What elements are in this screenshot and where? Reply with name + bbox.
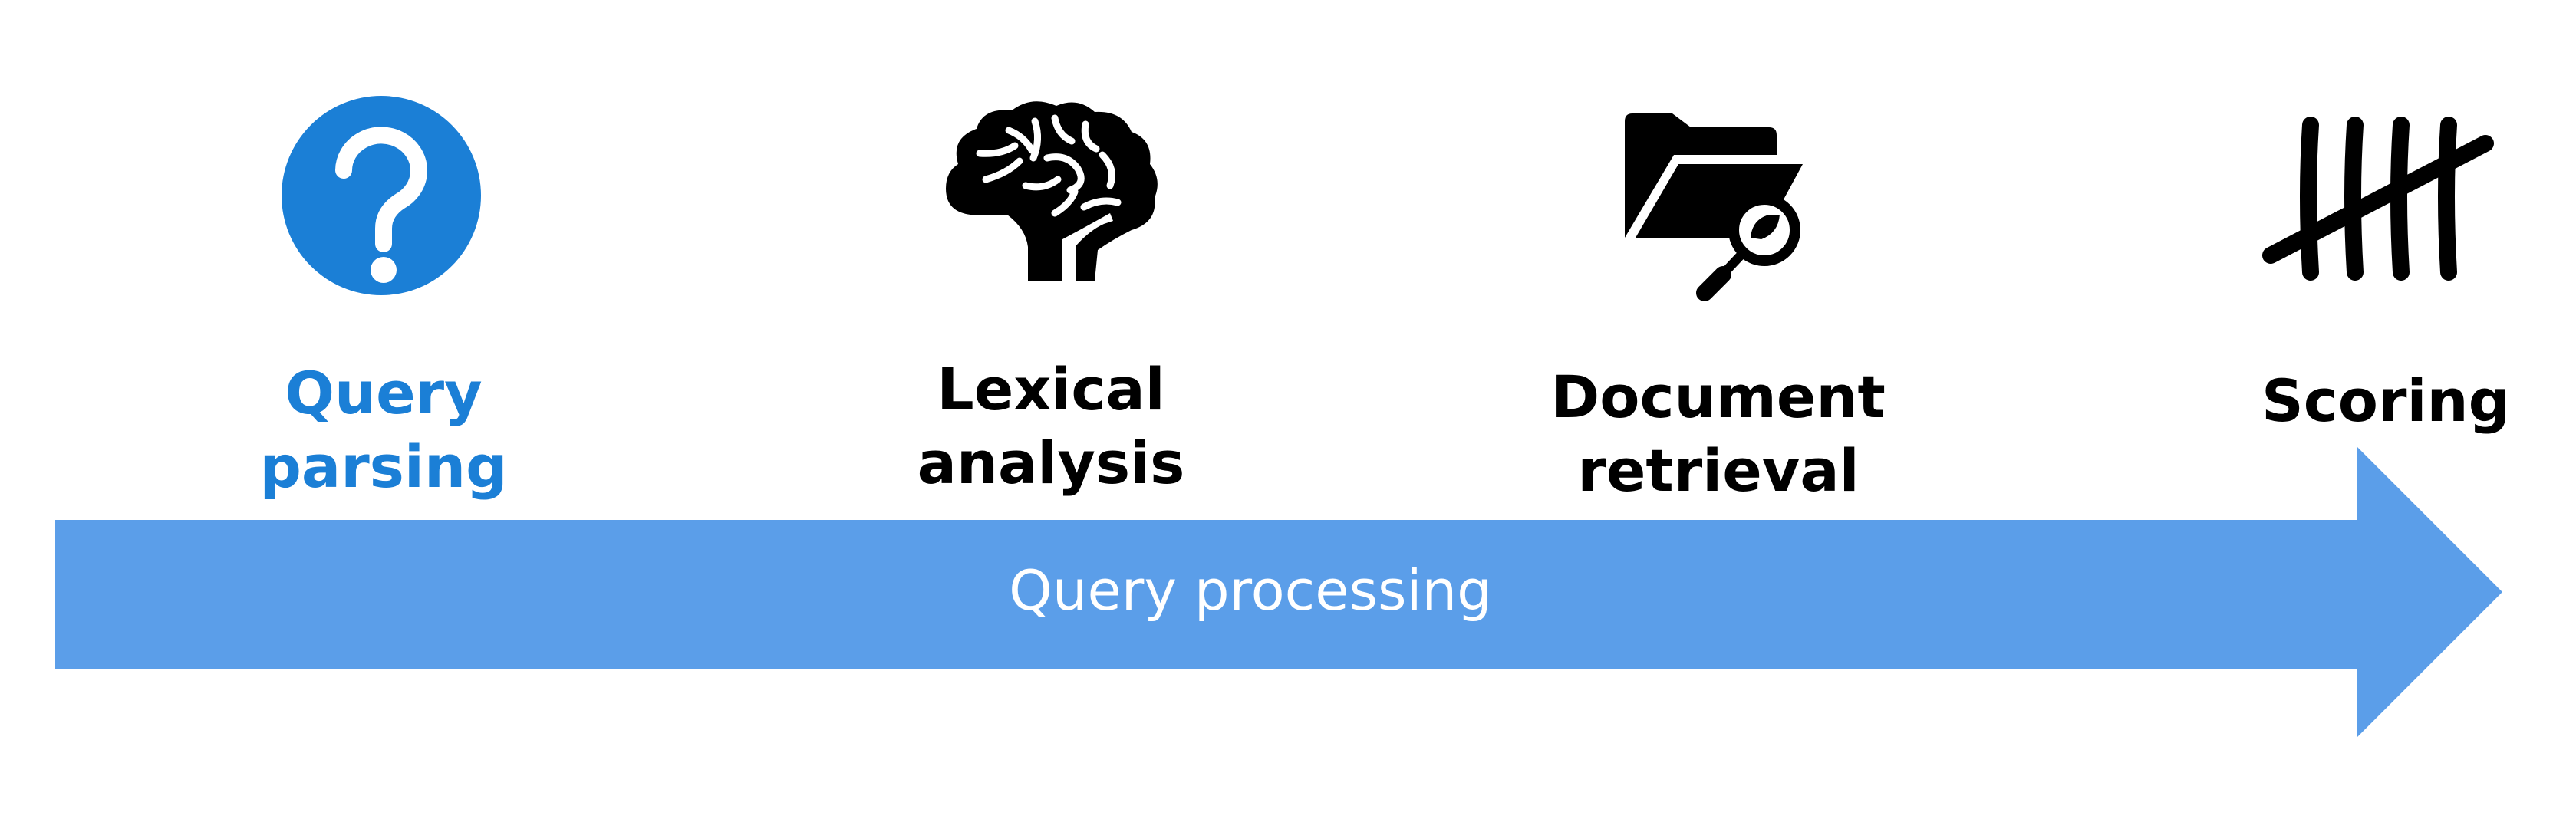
question-mark-icon: [282, 96, 481, 295]
step-label-query-parsing: Query parsing: [259, 359, 508, 501]
tally-marks-icon: [2262, 117, 2494, 281]
process-arrow-label: Query processing: [1009, 558, 1492, 623]
process-arrow-shape: [55, 446, 2502, 738]
step-label-lexical-analysis: Lexical analysis: [917, 355, 1185, 497]
folder-search-icon: [1625, 113, 1803, 301]
step-label-scoring: Scoring: [2261, 367, 2511, 435]
brain-icon: [946, 101, 1158, 281]
step-label-document-retrieval: Document retrieval: [1551, 363, 1886, 505]
